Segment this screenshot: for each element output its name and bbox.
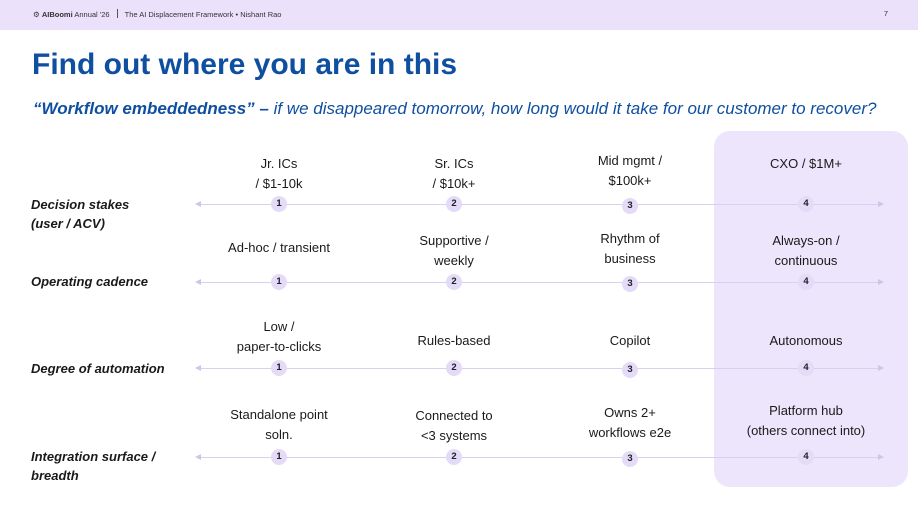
cell-text: Low / <box>263 319 295 334</box>
cell-text: <3 systems <box>420 428 488 443</box>
cell-text: $100k+ <box>608 173 652 188</box>
cell-text: / $10k+ <box>432 176 476 191</box>
subtitle-question: if we disappeared tomorrow, how long wou… <box>268 99 877 118</box>
row-label: Decision stakes <box>31 197 130 212</box>
level-marker: 3 <box>622 451 638 467</box>
axis-arrow-left-icon <box>195 454 201 460</box>
cell-text: Platform hub <box>769 403 843 418</box>
cell-text: Copilot <box>609 333 651 348</box>
cell-text: Supportive / <box>419 233 489 248</box>
level-4-highlight <box>714 131 908 487</box>
cell-text: Jr. ICs <box>260 156 298 171</box>
row-label: Degree of automation <box>31 361 165 376</box>
level-marker: 1 <box>271 360 287 376</box>
level-marker: 2 <box>446 196 462 212</box>
cell-text: (others connect into) <box>746 423 866 438</box>
subtitle-emphasis: “Workflow embeddedness” – <box>33 99 269 118</box>
cell-text: Rules-based <box>417 333 491 348</box>
axis-arrow-left-icon <box>195 201 201 207</box>
axis-arrow-left-icon <box>195 279 201 285</box>
row-axis-line <box>198 282 880 283</box>
deck-name: The AI Displacement Framework • Nishant … <box>124 10 282 19</box>
level-marker: 3 <box>622 276 638 292</box>
cell-text: Ad-hoc / transient <box>228 240 330 255</box>
level-marker: 1 <box>271 449 287 465</box>
slide-subtitle: “Workflow embeddedness” – if we disappea… <box>33 99 876 119</box>
level-marker: 2 <box>446 360 462 376</box>
cell-text: Owns 2+ <box>604 405 656 420</box>
cell-text: workflows e2e <box>588 425 672 440</box>
row-axis-line <box>198 457 880 458</box>
axis-arrow-right-icon <box>878 279 884 285</box>
header-left: ⚙ AIBoomi Annual '26 The AI Displacement… <box>33 9 281 19</box>
row-label: Integration surface / <box>31 449 156 464</box>
cell-text: Standalone point <box>230 407 328 422</box>
level-marker: 1 <box>271 274 287 290</box>
axis-arrow-right-icon <box>878 454 884 460</box>
event-name: Annual '26 <box>74 10 110 19</box>
axis-arrow-right-icon <box>878 365 884 371</box>
page-number: 7 <box>883 9 888 18</box>
row-label-secondary: (user / ACV) <box>31 216 105 231</box>
cell-text: soln. <box>265 427 293 442</box>
cell-text: Rhythm of <box>600 231 660 246</box>
axis-arrow-left-icon <box>195 365 201 371</box>
slide-header-bar: ⚙ AIBoomi Annual '26 The AI Displacement… <box>0 0 918 30</box>
brand-icon: ⚙ <box>33 10 40 19</box>
header-divider <box>116 9 118 18</box>
level-marker: 3 <box>622 362 638 378</box>
level-marker: 4 <box>798 360 814 376</box>
level-marker: 4 <box>798 196 814 212</box>
row-label: Operating cadence <box>31 274 149 289</box>
row-axis-line <box>198 204 880 205</box>
level-marker: 3 <box>622 198 638 214</box>
cell-text: / $1-10k <box>255 176 303 191</box>
level-marker: 4 <box>798 274 814 290</box>
cell-text: paper-to-clicks <box>236 339 322 354</box>
axis-arrow-right-icon <box>878 201 884 207</box>
level-marker: 4 <box>798 449 814 465</box>
cell-text: Always-on / <box>772 233 840 248</box>
level-marker: 1 <box>271 196 287 212</box>
cell-text: continuous <box>774 253 838 268</box>
cell-text: CXO / $1M+ <box>770 156 842 171</box>
brand-name: AIBoomi <box>41 10 73 19</box>
cell-text: business <box>604 251 656 266</box>
cell-text: weekly <box>434 253 474 268</box>
cell-text: Sr. ICs <box>434 156 474 171</box>
row-label-secondary: breadth <box>31 468 79 483</box>
row-axis-line <box>198 368 880 369</box>
cell-text: Mid mgmt / <box>597 153 663 168</box>
cell-text: Connected to <box>415 408 493 423</box>
cell-text: Autonomous <box>769 333 843 348</box>
level-marker: 2 <box>446 449 462 465</box>
level-marker: 2 <box>446 274 462 290</box>
slide-title: Find out where you are in this <box>32 48 458 81</box>
